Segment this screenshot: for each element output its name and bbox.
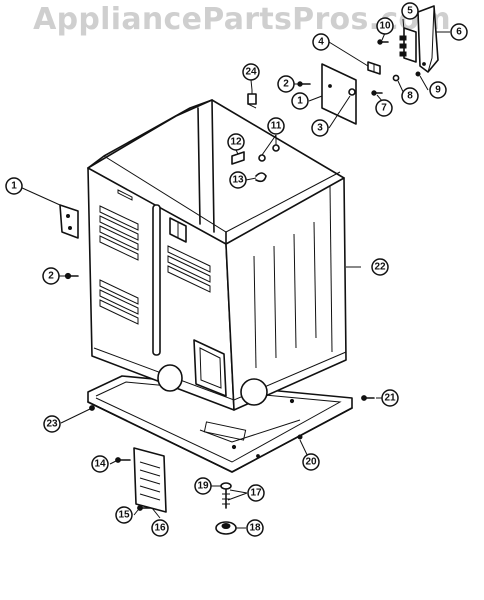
svg-text:14: 14: [94, 459, 106, 470]
svg-text:3: 3: [317, 123, 323, 134]
terminal-block-part-5: [399, 27, 417, 63]
fasteners-11-12-13: [231, 144, 280, 183]
callout-21: 21: [381, 389, 399, 407]
leveling-foot-part-18: [215, 521, 237, 535]
callout-1-left: 1: [5, 177, 23, 195]
svg-text:19: 19: [197, 481, 209, 492]
callout-11: 11: [267, 117, 285, 135]
clip-part-24: [247, 90, 257, 109]
svg-text:2: 2: [283, 79, 289, 90]
callout-2-upper: 2: [277, 75, 295, 93]
svg-text:2: 2: [48, 271, 54, 282]
svg-text:1: 1: [11, 181, 17, 192]
screw-part-21: [361, 395, 375, 401]
callout-13: 13: [229, 171, 247, 189]
leveling-leg-part-17: [220, 482, 232, 509]
callout-10: 10: [376, 17, 394, 35]
callout-3: 3: [311, 119, 329, 137]
svg-text:10: 10: [379, 21, 391, 32]
screw-part-2-left: [64, 272, 79, 280]
callout-8: 8: [401, 87, 419, 105]
callout-22: 22: [371, 258, 389, 276]
callout-14: 14: [91, 455, 109, 473]
svg-text:12: 12: [230, 137, 242, 148]
callout-24: 24: [242, 63, 260, 81]
svg-text:13: 13: [232, 175, 244, 186]
callout-5: 5: [401, 2, 419, 20]
callout-15: 15: [115, 506, 133, 524]
screw-part-23: [89, 405, 95, 411]
svg-text:22: 22: [374, 262, 386, 273]
clip-part-4: [367, 61, 381, 75]
callout-1-upper: 1: [291, 92, 309, 110]
svg-text:24: 24: [245, 67, 257, 78]
callout-19: 19: [194, 477, 212, 495]
callout-12: 12: [227, 133, 245, 151]
cabinet: [87, 99, 347, 411]
callout-20: 20: [302, 453, 320, 471]
callout-23: 23: [43, 415, 61, 433]
svg-text:6: 6: [456, 27, 462, 38]
small-fasteners-upper-right: [297, 39, 421, 96]
svg-text:17: 17: [250, 488, 262, 499]
bracket-part-1-left: [59, 204, 79, 239]
svg-text:1: 1: [297, 96, 303, 107]
svg-text:23: 23: [46, 419, 58, 430]
svg-text:20: 20: [305, 457, 317, 468]
callout-7: 7: [375, 99, 393, 117]
cover-part-6: [417, 5, 439, 73]
svg-text:15: 15: [118, 510, 130, 521]
svg-text:18: 18: [249, 523, 261, 534]
svg-text:9: 9: [435, 85, 441, 96]
callout-17: 17: [247, 484, 265, 502]
svg-text:11: 11: [271, 121, 282, 132]
svg-text:4: 4: [318, 37, 324, 48]
callout-6: 6: [450, 23, 468, 41]
svg-text:21: 21: [384, 393, 396, 404]
svg-text:5: 5: [407, 6, 413, 17]
grille-part-16: [133, 447, 167, 513]
screws-part-14-15: [115, 457, 151, 511]
svg-text:7: 7: [381, 103, 387, 114]
callout-2-left: 2: [42, 267, 60, 285]
svg-text:16: 16: [154, 523, 166, 534]
base-pan: [87, 375, 353, 473]
callout-16: 16: [151, 519, 169, 537]
svg-text:8: 8: [407, 91, 413, 102]
plate-part-1-upper: [321, 63, 357, 125]
callout-4: 4: [312, 33, 330, 51]
callout-9: 9: [429, 81, 447, 99]
callout-18: 18: [246, 519, 264, 537]
